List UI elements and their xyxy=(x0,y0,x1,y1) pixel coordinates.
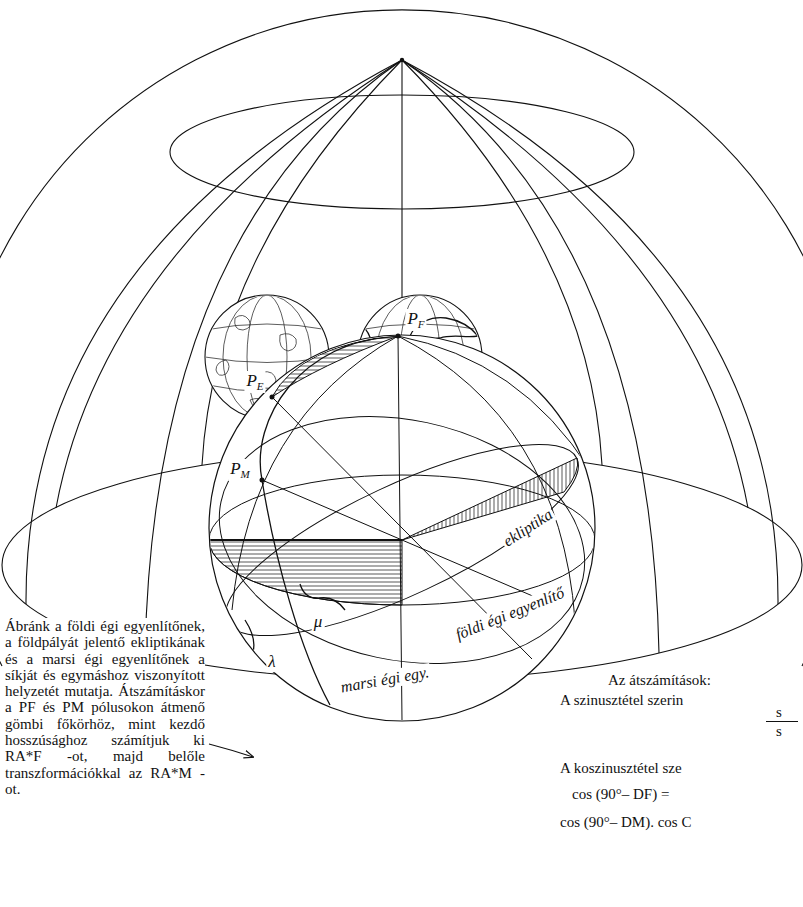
plane-label-holder: földi égi egyenlítő xyxy=(451,583,569,645)
reference-line xyxy=(209,539,402,541)
formula-text-holder: A koszinusztétel sze xyxy=(558,760,684,777)
hatched-lens xyxy=(272,336,398,397)
pole-dot xyxy=(400,58,404,62)
great-circle xyxy=(260,336,398,705)
construction-sphere xyxy=(209,335,595,721)
fraction-part: s xyxy=(774,704,784,721)
fraction-part-holder: s xyxy=(774,723,784,740)
angle-label-holder: μ xyxy=(312,612,325,632)
pointer-arrow xyxy=(209,744,253,757)
formula-heading-holder: Az átszámítások: xyxy=(606,672,713,689)
pole-label: PF xyxy=(405,309,426,331)
caption-paragraph-holder: Ábránk a földi égi egyenlítőnek, a földp… xyxy=(5,618,205,797)
pole-label: PM xyxy=(228,459,252,481)
angle-label-holder: λ xyxy=(266,652,277,672)
plane-label: ekliptika xyxy=(498,504,558,552)
fraction-part: s xyxy=(774,723,784,740)
pole-label: PE xyxy=(244,371,265,393)
formula-text: cos (90°– DF) = xyxy=(570,786,671,803)
formula-text-holder: cos (90°– DM). cos C xyxy=(558,814,693,831)
great-circle xyxy=(398,336,575,620)
pole-dot xyxy=(396,334,401,339)
plane-label-holder: ekliptika xyxy=(498,504,558,552)
caption-paragraph: Ábránk a földi égi egyenlítőnek, a földp… xyxy=(5,618,205,797)
mars-feature xyxy=(216,360,229,375)
pole-dot xyxy=(260,478,265,483)
angle-bracket xyxy=(300,584,345,610)
pole-label-holder: PF xyxy=(405,309,426,331)
great-circle xyxy=(232,336,398,610)
formula-text: cos (90°– DM). cos C xyxy=(558,814,693,831)
formula-heading: Az átszámítások: xyxy=(606,672,713,689)
pole-label-subscript: F xyxy=(418,318,425,330)
earth-celestial-equator xyxy=(209,475,595,605)
pole-label-holder: PE xyxy=(244,371,265,393)
fraction-part-holder: s xyxy=(774,704,784,721)
plane-label: földi égi egyenlítő xyxy=(451,583,569,645)
angle-bracket xyxy=(245,620,262,690)
pole-label-main: P xyxy=(230,459,240,478)
angle-label: λ xyxy=(266,652,277,672)
globe-parallel xyxy=(205,324,329,330)
pole-dot xyxy=(270,395,275,400)
plane-label: marsi égi egy. xyxy=(337,663,432,697)
axis-line xyxy=(398,336,402,721)
formula-text: A koszinusztétel sze xyxy=(558,760,684,777)
pole-label-subscript: E xyxy=(257,380,264,392)
ecliptic-circle xyxy=(204,409,600,672)
pole-label-main: P xyxy=(407,309,417,328)
pole-label-subscript: M xyxy=(241,468,250,480)
hatched-equator-plane xyxy=(209,540,402,605)
plane-label-holder: marsi égi egy. xyxy=(337,663,432,697)
formula-text-holder: A szinusztétel szerin xyxy=(558,692,685,709)
formula-text-holder: cos (90°– DF) = xyxy=(570,786,671,803)
mars-feature xyxy=(280,334,297,351)
great-circle xyxy=(398,336,590,470)
pole-label-holder: PM xyxy=(228,459,252,481)
angle-label: μ xyxy=(312,612,325,632)
mars-celestial-equator xyxy=(196,384,608,696)
pole-label-main: P xyxy=(246,371,256,390)
formula-text: A szinusztétel szerin xyxy=(558,692,685,709)
mars-feature xyxy=(235,315,250,330)
